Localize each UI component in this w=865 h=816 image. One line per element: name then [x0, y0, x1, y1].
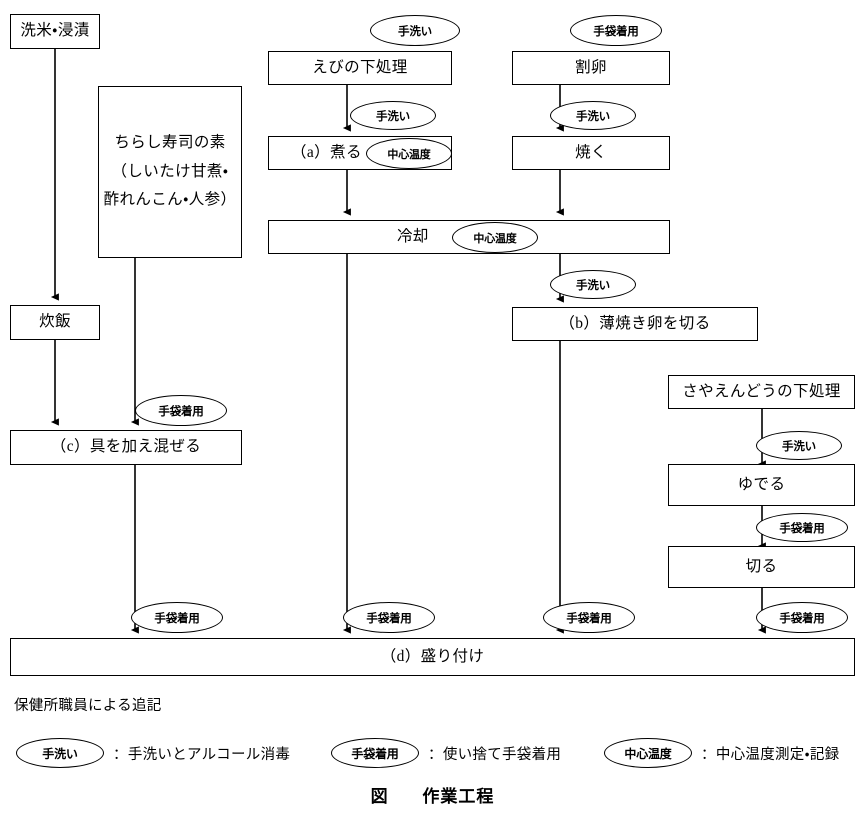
process-box-cut-omelette: （b）薄焼き卵を切る — [512, 307, 758, 341]
legend-core-temp-separator: ： — [701, 746, 716, 763]
legend-item-core-temp: 中心温度 ： 中心温度測定・記録 — [604, 738, 839, 768]
marker-gloves-icon: 手袋着用 — [756, 602, 848, 633]
legend-core-temp-description: 中心温度測定・記録 — [715, 746, 840, 763]
process-box-cut: 切る — [668, 546, 855, 588]
figure-caption-label: 図 — [370, 787, 389, 807]
figure-caption: 図 作業工程 — [0, 782, 865, 807]
marker-handwash-icon: 手洗い — [550, 101, 636, 130]
marker-gloves-icon: 手袋着用 — [570, 15, 662, 46]
legend-handwash-separator: ： — [113, 746, 128, 763]
legend-gloves-separator: ： — [428, 746, 443, 763]
figure-caption-title: 作業工程 — [422, 787, 495, 807]
process-box-cook-rice: 炊飯 — [10, 305, 100, 340]
process-box-chirashi-base: ちらし寿司の素 （しいたけ甘煮・ 酢れんこん・人参） — [98, 86, 242, 258]
marker-gloves-icon: 手袋着用 — [135, 395, 227, 426]
marker-handwash-icon: 手洗い — [756, 431, 842, 460]
marker-handwash-icon: 手洗い — [550, 270, 636, 299]
marker-gloves-icon: 手袋着用 — [131, 602, 223, 633]
process-box-wash-rice: 洗米・浸漬 — [10, 14, 100, 49]
process-box-crack-eggs: 割卵 — [512, 51, 670, 85]
process-box-snowpea-prep: さやえんどうの下処理 — [668, 375, 855, 409]
process-box-shrimp-prep: えびの下処理 — [268, 51, 452, 85]
legend-item-gloves: 手袋着用 ： 使い捨て手袋着用 — [331, 738, 561, 768]
marker-handwash-icon: 手洗い — [370, 15, 460, 46]
marker-core-temp-icon: 中心温度 — [452, 222, 538, 253]
legend-handwash-icon: 手洗い — [16, 738, 104, 768]
process-box-grill: 焼く — [512, 136, 670, 170]
process-box-boil: ゆでる — [668, 464, 855, 506]
marker-gloves-icon: 手袋着用 — [756, 513, 848, 542]
process-box-mix-ingredients: （c）具を加え混ぜる — [10, 430, 242, 465]
legend-gloves-description: 使い捨て手袋着用 — [442, 746, 562, 763]
legend-handwash-description: 手洗いとアルコール消毒 — [127, 746, 291, 763]
legend-item-handwash: 手洗い ： 手洗いとアルコール消毒 — [16, 738, 290, 768]
marker-gloves-icon: 手袋着用 — [343, 602, 435, 633]
legend-core-temp-icon: 中心温度 — [604, 738, 692, 768]
process-box-plating: （d）盛り付け — [10, 638, 855, 676]
marker-gloves-icon: 手袋着用 — [543, 602, 635, 633]
legend-gloves-icon: 手袋着用 — [331, 738, 419, 768]
legend-note: 保健所職員による追記 — [14, 698, 162, 714]
marker-handwash-icon: 手洗い — [350, 101, 436, 130]
marker-core-temp-icon: 中心温度 — [366, 138, 452, 169]
